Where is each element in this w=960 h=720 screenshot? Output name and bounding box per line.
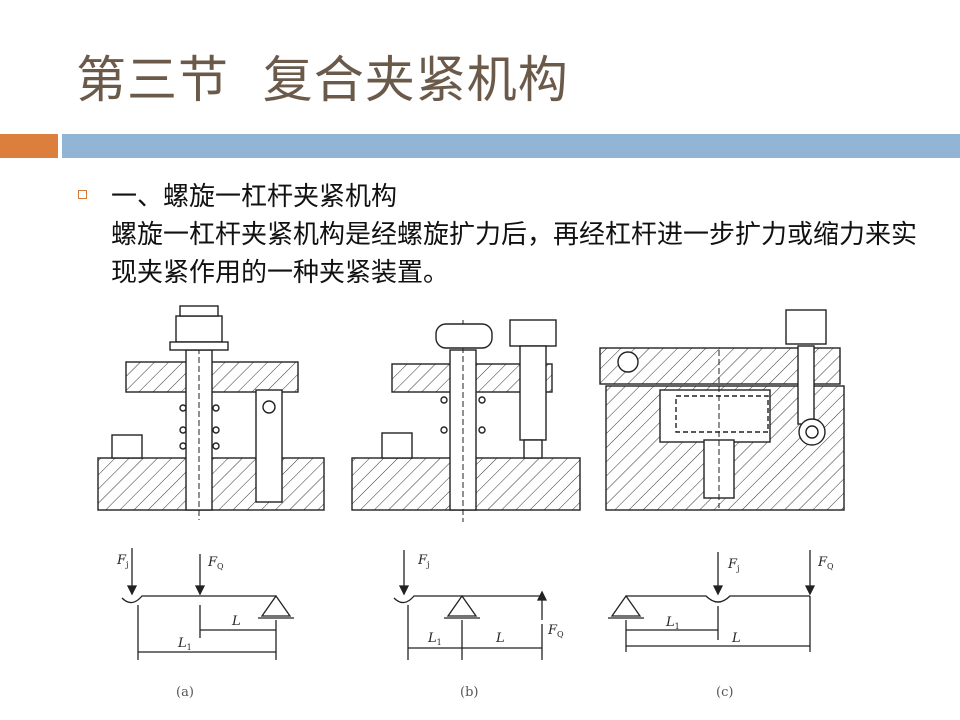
label-b-fj: Fj (417, 553, 430, 569)
bullet-square-icon (78, 190, 87, 199)
section-paragraph: 螺旋一杠杆夹紧机构是经螺旋扩力后，再经杠杆进一步扩力或缩力来实现夹紧作用的一种夹… (111, 220, 918, 288)
label-c-l1: L1 (665, 615, 680, 631)
label-a-l1: L1 (177, 636, 192, 652)
label-b-l1: L1 (427, 631, 442, 647)
mechanism-a-drawing (97, 305, 325, 520)
mechanism-a-force-diagram (121, 548, 294, 660)
accent-bar-blue (62, 134, 960, 158)
caption-c: (c) (716, 685, 733, 700)
caption-b: (b) (460, 685, 478, 700)
label-c-fj: Fj (727, 557, 740, 573)
label-c-fq: FQ (817, 555, 834, 571)
label-a-l: L (231, 614, 241, 629)
clamp-mechanism-figure: Fj FQ L L1 (a) Fj FQ L1 L (b) Fj FQ L1 L… (97, 305, 845, 700)
label-a-fq: FQ (207, 555, 224, 571)
section-heading: 一、螺旋一杠杆夹紧机构 (111, 182, 398, 212)
mechanism-b-force-diagram (393, 550, 548, 660)
mechanism-c-drawing (599, 309, 845, 511)
mechanism-c-force-diagram (608, 550, 816, 652)
label-c-l: L (731, 631, 741, 646)
label-a-fj: Fj (116, 553, 129, 569)
mechanism-b-drawing (351, 319, 581, 522)
label-b-l: L (495, 631, 505, 646)
label-b-fq: FQ (547, 623, 564, 639)
slide-title: 第三节 复合夹紧机构 (76, 51, 569, 109)
accent-bar-orange (0, 134, 58, 158)
caption-a: (a) (176, 685, 194, 700)
